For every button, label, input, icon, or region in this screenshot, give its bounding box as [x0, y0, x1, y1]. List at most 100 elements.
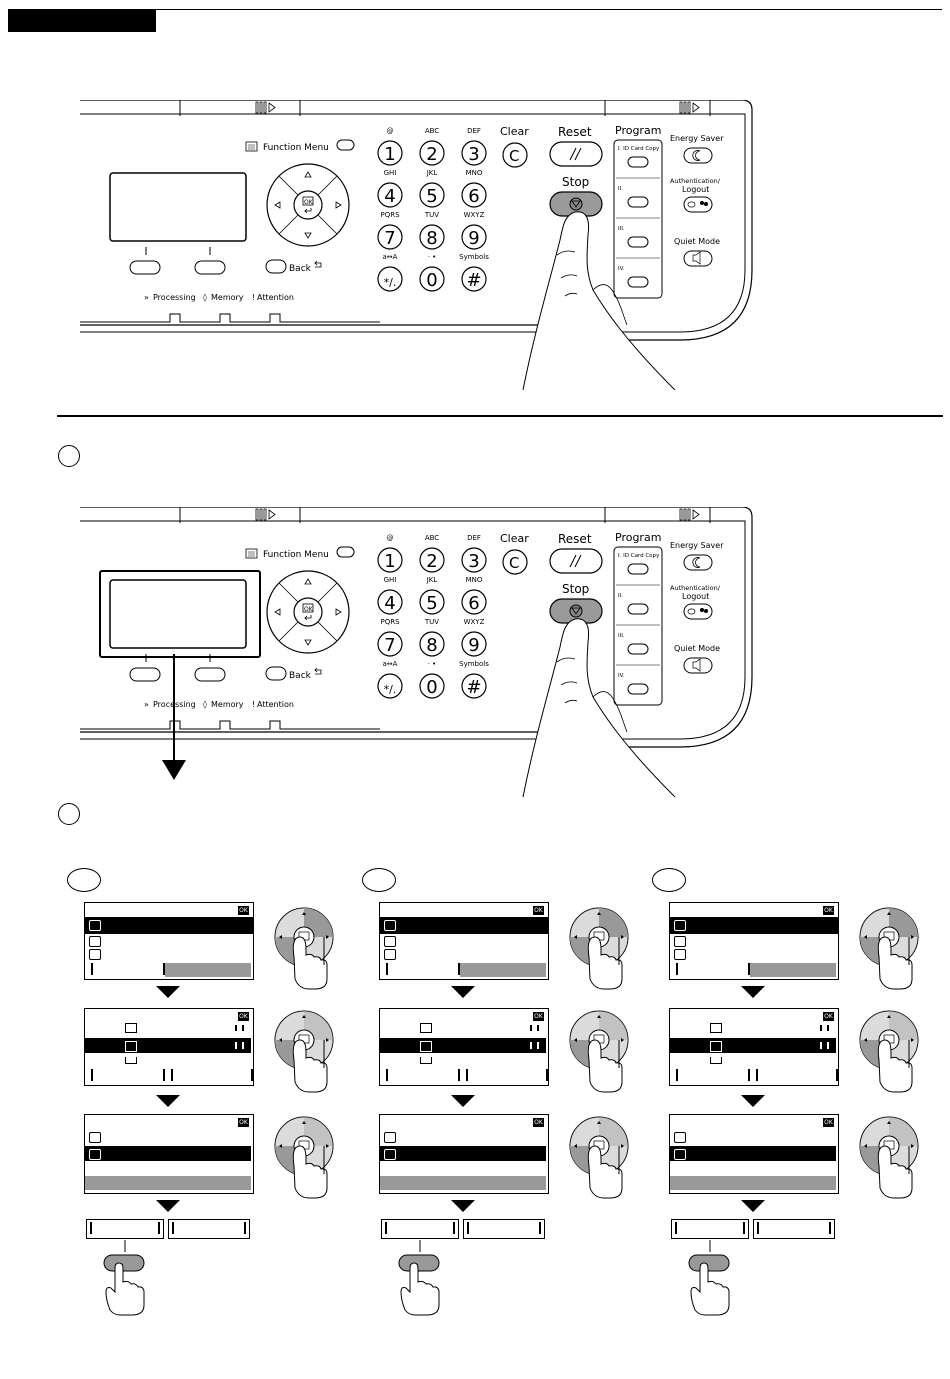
svg-text:a↔A: a↔A: [383, 253, 398, 261]
svg-text:4: 4: [384, 593, 395, 614]
svg-text:Memory: Memory: [211, 700, 244, 709]
svg-text:Attention: Attention: [257, 700, 294, 709]
dpad-icon: [859, 1010, 919, 1093]
function-menu-label: Function Menu: [263, 550, 329, 560]
down-triangle-icon: [741, 1095, 765, 1107]
svg-text:4: 4: [384, 186, 395, 207]
down-triangle-icon: [451, 1095, 475, 1107]
svg-text:DEF: DEF: [467, 127, 481, 135]
control-panel-1: Function Menu OK Back » Processing ◊ Mem…: [80, 99, 780, 400]
section-divider: [57, 415, 943, 417]
program-button-3[interactable]: [627, 236, 649, 248]
svg-text:Clear: Clear: [500, 125, 529, 138]
dpad-icon: [274, 907, 334, 990]
svg-text:JKL: JKL: [426, 576, 438, 584]
key-1[interactable]: @1: [377, 534, 403, 573]
option-marker-2: [362, 868, 396, 892]
svg-text:III.: III.: [618, 633, 625, 639]
svg-text:Quiet Mode: Quiet Mode: [674, 644, 720, 653]
svg-text:0: 0: [426, 270, 437, 291]
key-#[interactable]: Symbols#: [459, 660, 489, 699]
screen-3: OK: [669, 1114, 839, 1194]
svg-text:III.: III.: [618, 226, 625, 232]
dpad-icon: [569, 1010, 629, 1093]
svg-text:PQRS: PQRS: [380, 618, 400, 626]
screen-2: OK: [669, 1008, 839, 1086]
down-triangle-icon: [156, 1200, 180, 1212]
down-triangle-icon: [741, 986, 765, 998]
control-panel-2: Function Menu OK Back » Processing ◊ Mem…: [80, 506, 780, 807]
svg-text:5: 5: [426, 593, 437, 614]
dpad-icon: [274, 1010, 334, 1093]
key-*[interactable]: a↔A*/.: [377, 660, 403, 699]
option-marker-3: [652, 868, 686, 892]
down-triangle-icon: [156, 986, 180, 998]
down-triangle-icon: [451, 986, 475, 998]
key-5[interactable]: JKL 5: [419, 576, 445, 615]
screen-2: OK: [84, 1008, 254, 1086]
key-0[interactable]: · •0: [419, 253, 445, 292]
key-#[interactable]: Symbols#: [459, 253, 489, 292]
down-triangle-icon: [156, 1095, 180, 1107]
svg-text:9: 9: [468, 635, 479, 656]
svg-text:Program: Program: [615, 124, 661, 137]
svg-text:Logout: Logout: [682, 592, 709, 601]
header-rule: [156, 9, 942, 10]
key-9[interactable]: WXYZ 9: [461, 618, 487, 657]
finger-press-icon: [103, 1240, 145, 1316]
arrow-down-icon: [162, 760, 186, 780]
svg-text:Memory: Memory: [211, 293, 244, 302]
svg-text:· •: · •: [428, 660, 437, 668]
svg-text:WXYZ: WXYZ: [464, 618, 485, 626]
program-button-1[interactable]: [627, 156, 649, 168]
svg-text:II.: II.: [618, 186, 623, 192]
svg-text:Energy Saver: Energy Saver: [670, 134, 724, 143]
program-button-3[interactable]: [627, 643, 649, 655]
down-triangle-icon: [451, 1200, 475, 1212]
svg-text:Stop: Stop: [562, 582, 589, 596]
program-button-1[interactable]: [627, 563, 649, 575]
svg-text:Attention: Attention: [257, 293, 294, 302]
svg-text:DEF: DEF: [467, 534, 481, 542]
svg-text:0: 0: [426, 677, 437, 698]
lcd-highlight: [99, 570, 261, 658]
svg-text:WXYZ: WXYZ: [464, 211, 485, 219]
program-button-4[interactable]: [627, 683, 649, 695]
svg-text:Authentication/: Authentication/: [670, 584, 721, 592]
svg-text:Back: Back: [289, 264, 312, 274]
key-*[interactable]: a↔A*/.: [377, 253, 403, 292]
svg-text:Program: Program: [615, 531, 661, 544]
svg-text:II.: II.: [618, 593, 623, 599]
program-button-2[interactable]: [627, 196, 649, 208]
finger-press-2: [522, 618, 676, 798]
key-0[interactable]: · • 0: [419, 660, 445, 699]
dpad-icon: [859, 1116, 919, 1199]
program-button-4[interactable]: [627, 276, 649, 288]
svg-text:6: 6: [468, 593, 479, 614]
svg-text:@: @: [387, 127, 394, 135]
svg-text:◊: ◊: [203, 700, 207, 709]
svg-text:ABC: ABC: [425, 127, 439, 135]
screen-3: OK: [379, 1114, 549, 1194]
function-menu-label: Function Menu: [263, 143, 329, 153]
svg-text:»: »: [144, 700, 149, 709]
svg-text:Clear: Clear: [500, 532, 529, 545]
key-1[interactable]: @1: [377, 127, 403, 166]
svg-text:8: 8: [426, 635, 437, 656]
program-button-2[interactable]: [627, 603, 649, 615]
